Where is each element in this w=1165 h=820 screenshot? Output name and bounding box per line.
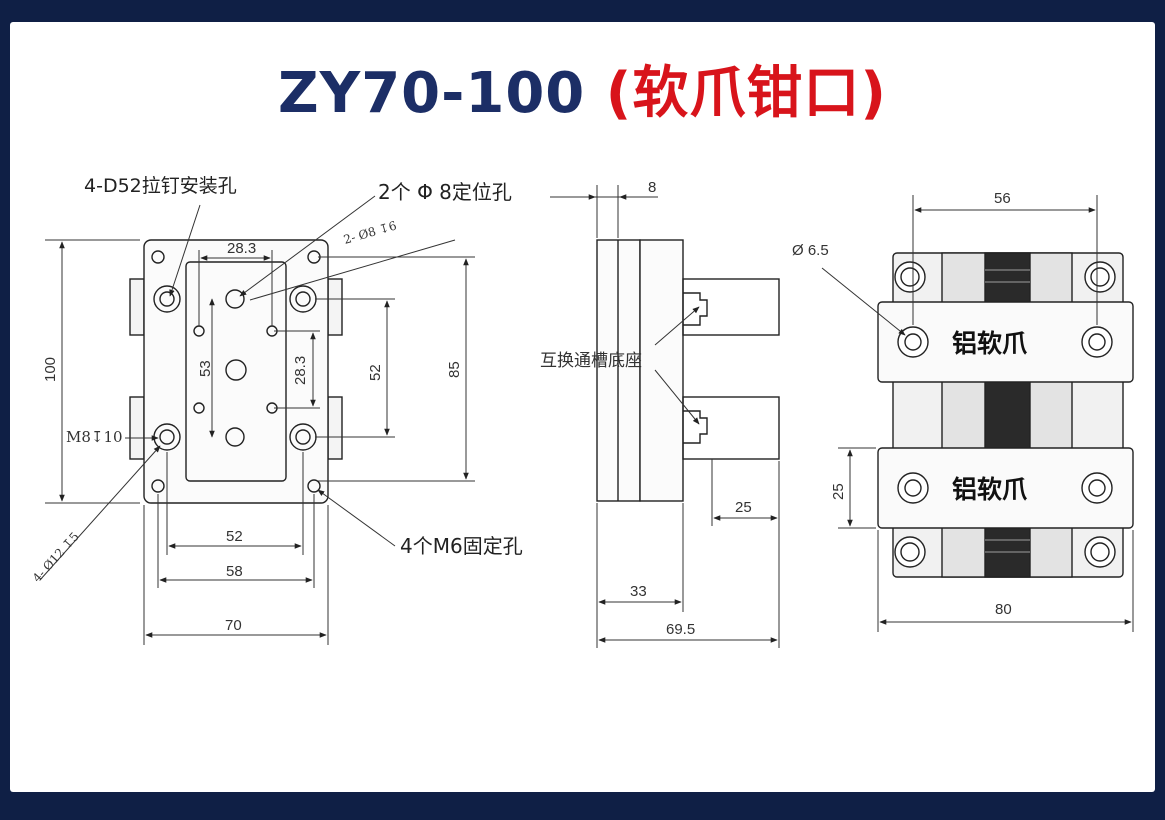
dim-28-3-top: 28.3	[227, 240, 256, 257]
dim-80: 80	[995, 601, 1012, 618]
side-view-labels: 互换通槽底座 8 25 33 69.5	[540, 179, 752, 638]
dim-56: 56	[994, 190, 1011, 207]
locating-hole-callout: 2个 Φ 8定位孔	[378, 180, 512, 204]
dim-phi-6-5: Ø 6.5	[792, 242, 829, 259]
pull-stud-hole-callout: 4-D52拉钉安装孔	[84, 175, 237, 197]
dim-53: 53	[197, 360, 214, 377]
dim-25-side: 25	[735, 499, 752, 516]
side-view-dimensions	[550, 185, 780, 648]
dim-52-horizontal: 52	[226, 528, 243, 545]
right-view	[877, 252, 1134, 578]
dim-28-3-side: 28.3	[292, 356, 309, 385]
dim-33: 33	[630, 583, 647, 600]
right-view-labels: 56 Ø 6.5 铝软爪 铝软爪 25 80	[792, 190, 1028, 618]
interchangeable-base-callout: 互换通槽底座	[540, 351, 642, 371]
side-view	[596, 239, 780, 502]
dim-85: 85	[446, 361, 463, 378]
fixing-hole-callout: 4个M6固定孔	[400, 534, 523, 558]
dim-52-vertical: 52	[367, 364, 384, 381]
page-title: ZY70-100 (软爪钳口)	[0, 48, 1165, 129]
dim-100: 100	[42, 357, 59, 382]
dim-8: 8	[648, 179, 656, 196]
dim-58: 58	[226, 563, 243, 580]
right-view-dimensions	[821, 195, 1134, 632]
m8-thread-label: M8↧10	[66, 428, 123, 446]
bottom-jaw-label: 铝软爪	[952, 475, 1028, 504]
phi12-counterbore-label: 4- Ø12 ↧5	[30, 529, 82, 585]
dim-25-front: 25	[830, 483, 847, 500]
title-model: ZY70-100	[278, 61, 586, 126]
dim-70: 70	[225, 617, 242, 634]
locating-hole-note: 2- Ø8 ↧6	[342, 218, 398, 246]
left-view	[129, 239, 343, 504]
top-jaw-label: 铝软爪	[952, 329, 1028, 358]
dim-69-5: 69.5	[666, 621, 695, 638]
left-view-dimensions	[39, 195, 475, 645]
title-subtitle: (软爪钳口)	[605, 61, 887, 126]
